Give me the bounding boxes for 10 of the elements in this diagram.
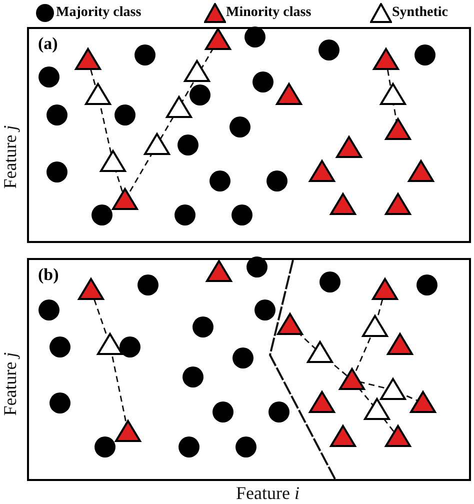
axis-label: Feature j: [0, 125, 19, 189]
panel-label: (a): [38, 35, 58, 52]
panel-label: (b): [38, 266, 59, 283]
legend-label: Majority class: [56, 5, 142, 21]
plot-panel: [27, 258, 471, 481]
axis-label: Feature i: [236, 484, 300, 502]
plot-panel: [27, 27, 471, 243]
axis-label: Feature j: [0, 352, 19, 416]
legend-label: Synthetic: [392, 5, 448, 21]
legend-label: Minority class: [226, 5, 312, 21]
